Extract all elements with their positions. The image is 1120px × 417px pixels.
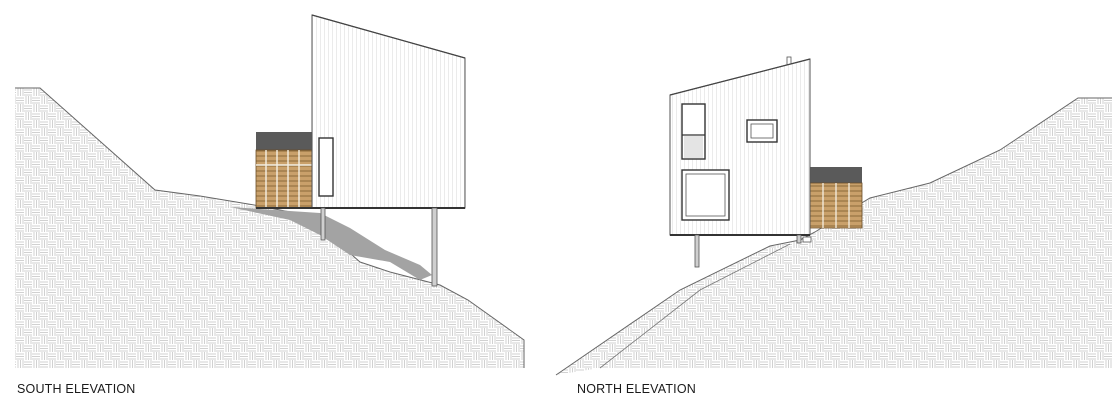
south-annex-screen: [255, 149, 313, 209]
south-elevation: [15, 14, 525, 368]
north-column-left: [694, 234, 700, 268]
north-window-small: [746, 119, 778, 143]
north-ground-secondary-line: [599, 243, 791, 369]
south-tower-eave: [311, 14, 466, 59]
north-annex-roof: [810, 167, 862, 183]
south-cast-shadow: [230, 207, 432, 280]
north-ground-hatch: [556, 98, 1112, 375]
south-annex-mullions: [265, 150, 300, 208]
north-column-foot: [802, 236, 812, 243]
north-window-small-inner: [750, 123, 774, 139]
south-column-left: [320, 207, 326, 241]
south-column-right: [431, 207, 438, 287]
south-tower: [311, 14, 466, 209]
north-window-square-inner: [685, 173, 726, 217]
north-elevation: [555, 56, 1112, 376]
north-window-square: [681, 169, 730, 221]
north-tower-eave: [669, 58, 811, 96]
north-column-right: [796, 234, 802, 244]
north-elevation-caption: NORTH ELEVATION: [577, 382, 696, 396]
north-window-tall-lower-glass: [684, 136, 703, 158]
south-annex-roof: [256, 132, 312, 150]
south-ground-hatch: [15, 88, 524, 368]
north-annex-mullions: [822, 183, 850, 228]
south-tower-window: [318, 137, 334, 197]
south-elevation-caption: SOUTH ELEVATION: [17, 382, 136, 396]
